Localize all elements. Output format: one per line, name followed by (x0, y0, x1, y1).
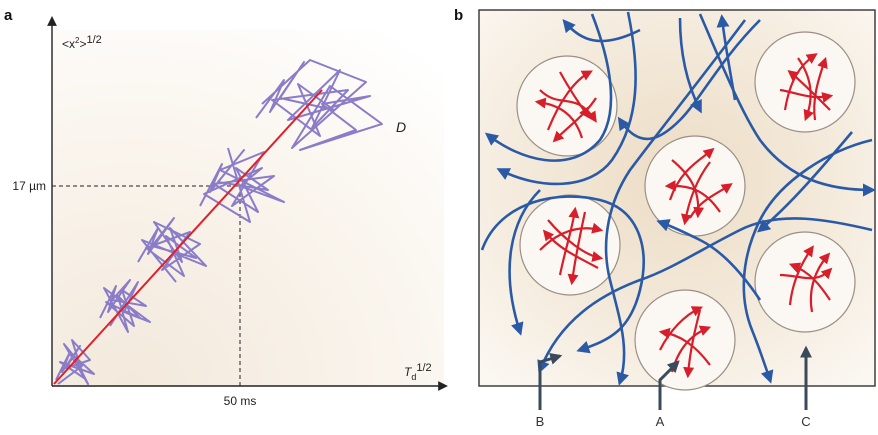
arrows-center (664, 147, 733, 226)
domain-top-right (754, 31, 856, 133)
flow-line (508, 189, 541, 336)
flow-line (617, 19, 761, 141)
callout-c: C (801, 414, 810, 429)
y-axis-exp: 1/2 (86, 34, 101, 46)
y-axis-tail: > (79, 37, 86, 51)
panel-a-background (52, 30, 444, 386)
y-axis-label: <x (62, 37, 75, 51)
flow-line (716, 14, 737, 101)
callout-b: B (536, 414, 545, 429)
flow-line (537, 217, 873, 374)
flow-line (742, 138, 873, 384)
y-marker-label: 17 µm (12, 179, 46, 193)
pointer-a (658, 360, 680, 410)
arrows-right (779, 245, 833, 313)
walk-cluster-4 (199, 147, 285, 223)
flow-lines (480, 11, 876, 386)
x-marker-label: 50 ms (224, 394, 257, 408)
flow-line (678, 17, 702, 114)
x-axis-sub: d (411, 372, 416, 382)
x-axis-label: T (404, 365, 413, 379)
panel-a-label: a (4, 7, 13, 24)
callouts (538, 345, 812, 410)
arrows-top-right (779, 53, 834, 122)
callout-a: A (656, 414, 665, 429)
line-label-d: D (396, 119, 406, 135)
x-axis-title: Td1/2 (404, 362, 432, 382)
flow-line (604, 19, 747, 386)
panel-b-label: b (454, 7, 463, 24)
random-walk-clusters (55, 59, 383, 385)
flow-line (757, 131, 853, 233)
domain-top-left (516, 55, 618, 157)
walk-cluster-5 (255, 59, 383, 151)
panel-b: b (454, 7, 876, 429)
domain-right (754, 231, 856, 333)
pointer-b (538, 353, 563, 410)
y-axis-title: <x2>1/2 (62, 34, 102, 51)
walk-cluster-1 (55, 339, 95, 385)
flow-line (480, 195, 645, 354)
diffusion-line (53, 89, 323, 385)
domain-left (519, 194, 621, 296)
walk-cluster-3 (137, 217, 207, 283)
flow-line (484, 13, 613, 162)
walk-cluster-2 (99, 279, 151, 333)
flow-line (496, 11, 637, 186)
arrows-left (539, 206, 604, 286)
panel-a: a <x2>1/2 Td1/2 17 µm 50 ms D (4, 7, 448, 408)
flow-line (562, 19, 641, 43)
flow-line (656, 219, 762, 301)
y-axis-sup: 2 (75, 36, 80, 45)
domain-arrows (534, 53, 834, 379)
arrows-top-left (534, 70, 597, 143)
x-axis-exp: 1/2 (416, 362, 431, 374)
